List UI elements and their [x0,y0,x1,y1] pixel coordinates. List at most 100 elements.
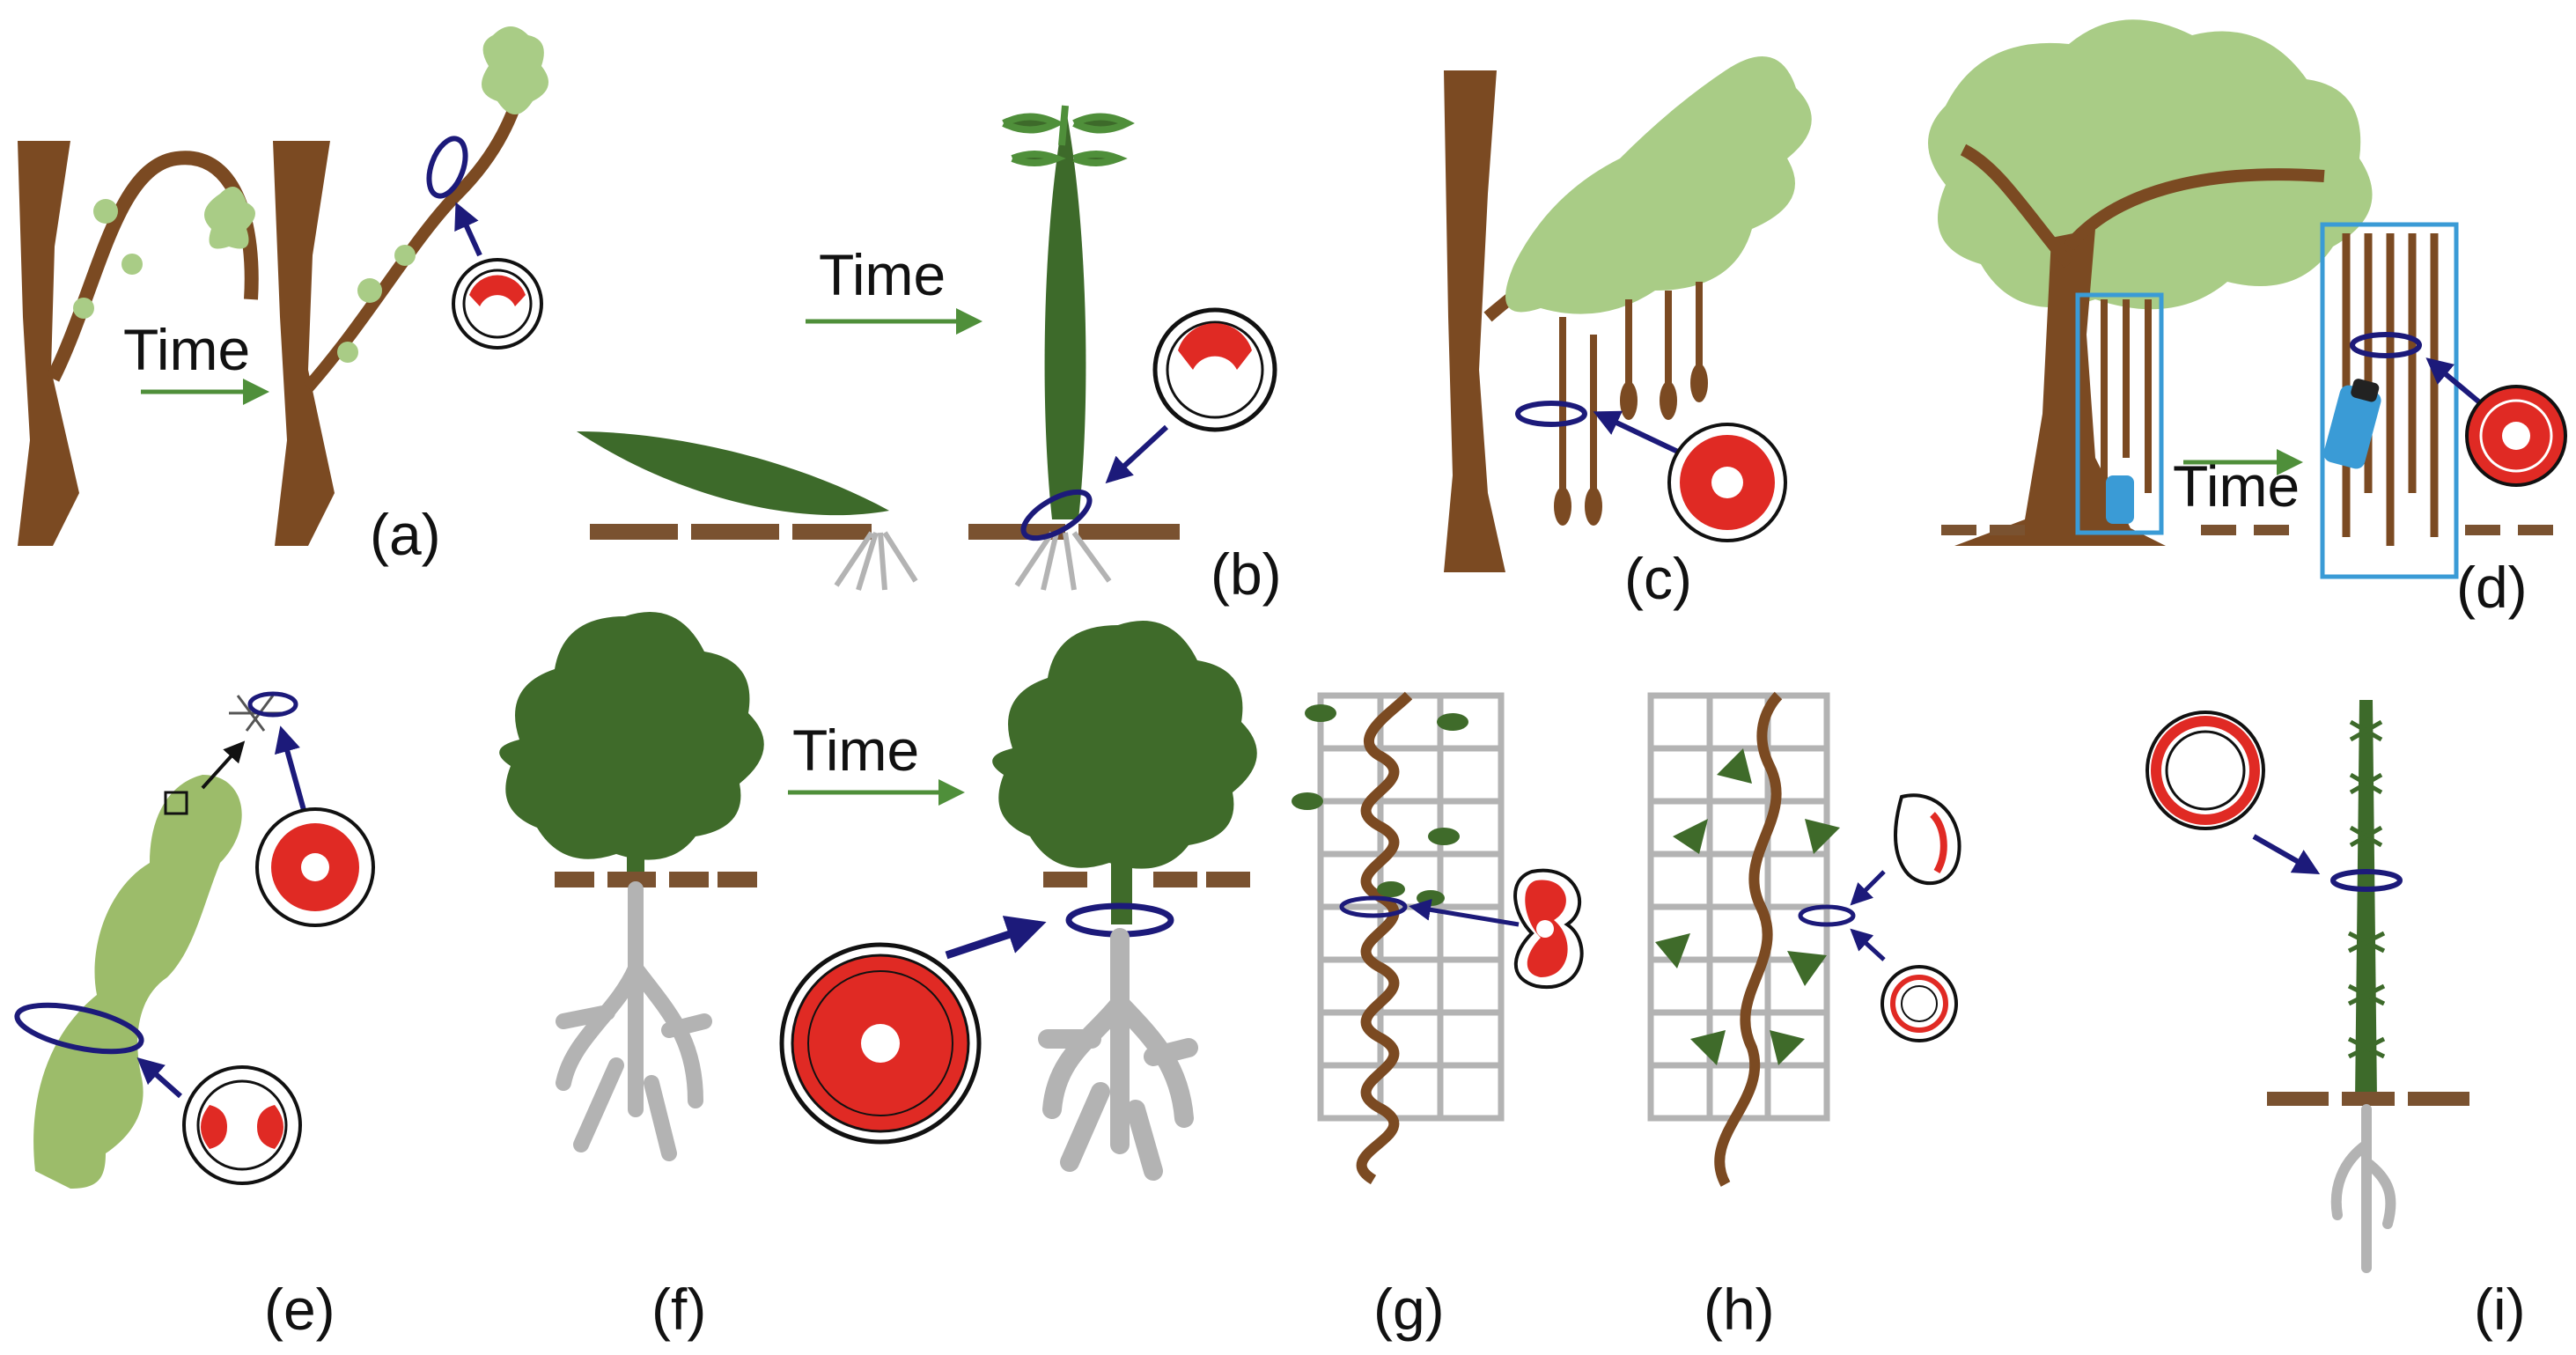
section-ring [247,691,298,718]
leaf [121,254,143,275]
time-label: Time [792,718,919,783]
soil-line [1043,872,1250,887]
root-system [556,881,712,1161]
pointer-arrow [201,740,246,790]
section-ring [1798,904,1856,927]
soil-line [590,524,1180,540]
tree-trunk [1954,229,2166,546]
panel-label: (e) [264,1277,335,1342]
cross-section [1513,868,1584,990]
canopy [1505,56,1812,314]
panel-h: (h) [1647,691,1961,1342]
canopy [1928,19,2373,310]
upright-leaf [1044,106,1086,519]
section-ring [426,136,468,199]
pointer-arrow [945,916,1047,960]
soil-line [555,872,757,887]
panel-i: (i) [2145,700,2526,1342]
soil-line [2267,1092,2469,1106]
panel-e: (e) [14,691,375,1342]
panel-c: (c) [1444,56,1812,611]
branches [1960,144,2325,269]
panel-a: Time (a) [18,26,548,567]
aerial-roots [2342,233,2439,546]
panel-b: Time (b) [577,105,1282,607]
cross-section [2465,385,2567,487]
panel-label: (d) [2456,555,2528,620]
tree-trunk [18,141,79,546]
leaf [73,298,94,319]
arrow-leaves [1655,748,1840,1065]
pointer-arrow [1593,410,1683,456]
water-container-cap [2351,379,2380,402]
roots [1014,531,1112,591]
section-ring [2350,332,2422,358]
panel-label: (c) [1624,546,1692,611]
cross-section [1152,307,1277,432]
tree-trunk [1444,70,1505,572]
panel-label: (a) [370,502,441,567]
water-container [2323,385,2381,469]
detail-box [164,791,188,815]
fallen-leaf [577,431,889,516]
root-tips [1554,364,1708,526]
leaves [1292,704,1468,906]
water-container [2106,475,2134,524]
panel-g: (g) [1292,691,1584,1342]
root-system [1038,928,1198,1181]
panel-label: (f) [651,1277,706,1342]
trellis-grid [1317,692,1505,1122]
pointer-arrow [1850,870,1886,906]
cross-section [182,1065,302,1185]
leaf [337,342,358,363]
leaf-cluster [482,26,548,114]
cactus-body [33,775,242,1189]
pointer-arrow [2425,357,2484,408]
leaf [93,199,118,224]
pointer-arrow [454,202,482,257]
tree-stem [627,775,644,880]
cross-section [255,807,375,927]
tree-stem [1111,784,1132,924]
highlight-box [2075,292,2164,535]
panel-f: Time (f) [499,612,1257,1342]
spiky-stem [2355,700,2377,1101]
section-ring [14,1002,144,1055]
section-ring [1020,489,1093,541]
pointer-arrow [1409,898,1520,927]
section-ring [1339,895,1408,918]
highlight-box [2320,222,2459,579]
cross-section [452,258,543,350]
leaf-cluster [204,187,255,249]
cross-section [2145,711,2265,830]
section-ring [1515,401,1587,427]
panel-label: (g) [1373,1277,1445,1342]
pointer-arrow [1850,928,1886,961]
root-system [2330,1104,2396,1273]
pointer-arrow [136,1057,182,1099]
cross-section [779,942,982,1145]
panel-label: (b) [1211,541,1282,607]
pointer-arrow [1105,424,1169,484]
panel-d: Time (d) [1928,19,2567,620]
cross-section [1667,423,1787,542]
arching-branch [46,151,259,382]
roots [834,531,918,591]
section-ring [2330,869,2403,892]
spikes [2347,719,2386,1059]
aerial-roots [2101,299,2152,493]
soil-line [1941,525,2553,535]
canopy [499,612,764,860]
panel-label: (i) [2474,1277,2526,1342]
pointer-arrow [274,725,306,811]
panel-label: (h) [1704,1277,1775,1342]
shoot-tip [1002,105,1135,166]
cross-section [1880,965,1958,1042]
canopy [992,621,1257,869]
twining-stem [1356,691,1413,1185]
climbing-stem [1714,691,1783,1187]
tree-trunk [273,141,335,546]
pointer-arrow [2252,834,2321,874]
leaf [394,245,416,266]
